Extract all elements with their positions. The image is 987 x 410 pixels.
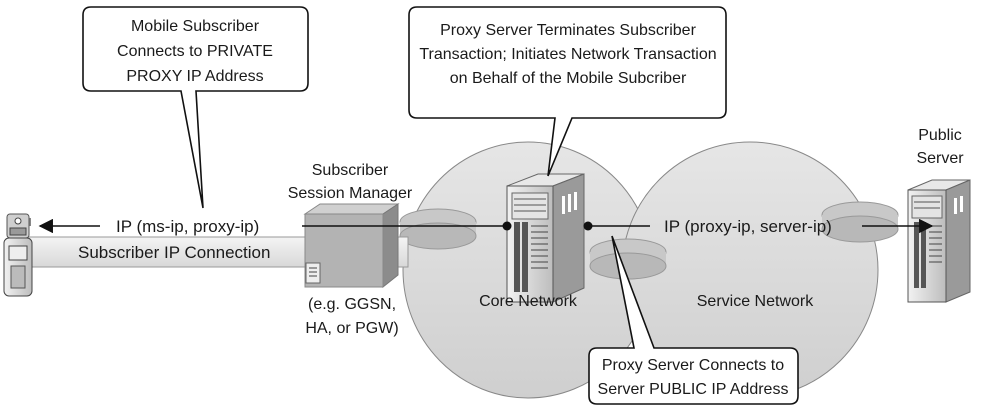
service-network-label: Service Network: [697, 293, 814, 310]
left-flow-label: IP (ms-ip, proxy-ip): [116, 217, 259, 236]
callout-subscriber-line-2: Connects to PRIVATE: [117, 43, 273, 60]
session-manager-icon: [303, 203, 400, 289]
subscriber-ip-connection-label: Subscriber IP Connection: [78, 243, 270, 262]
callout-subscriber-line-1: Mobile Subscriber: [131, 18, 260, 35]
callout-subscriber-connects: [82, 6, 309, 209]
callout-proxy-connects-line-2: Server PUBLIC IP Address: [598, 381, 789, 398]
callout-proxy-connects: [588, 235, 799, 405]
callout-proxy-connects-line-1: Proxy Server Connects to: [602, 357, 784, 374]
session-manager-title-line-2: Session Manager: [288, 185, 413, 202]
public-server-label-line-2: Server: [916, 150, 964, 167]
right-flow-label: IP (proxy-ip, server-ip): [664, 217, 832, 236]
public-server-icon: [907, 179, 971, 303]
router-disk-icon: [821, 201, 899, 243]
callout-proxy-terminates-line-2: Transaction; Initiates Network Transacti…: [419, 46, 716, 63]
public-server-label-line-1: Public: [918, 127, 962, 144]
callout-proxy-terminates-line-1: Proxy Server Terminates Subscriber: [440, 22, 696, 39]
mobile-phone-icon: [3, 213, 33, 297]
left-flow-arrow: [38, 218, 512, 234]
callout-proxy-terminates: [408, 6, 727, 177]
session-manager-title-line-1: Subscriber: [312, 162, 389, 179]
session-manager-note-line-1: (e.g. GGSN,: [308, 296, 396, 313]
core-network-label: Core Network: [479, 293, 578, 310]
router-disk-icon: [589, 238, 667, 280]
proxy-server-icon: [506, 173, 585, 303]
session-manager-note-line-2: HA, or PGW): [305, 320, 398, 337]
right-flow-arrow: [583, 218, 934, 234]
callout-subscriber-line-3: PROXY IP Address: [126, 68, 263, 85]
callout-proxy-terminates-line-3: on Behalf of the Mobile Subcriber: [450, 70, 687, 87]
router-disk-icon: [399, 208, 477, 250]
